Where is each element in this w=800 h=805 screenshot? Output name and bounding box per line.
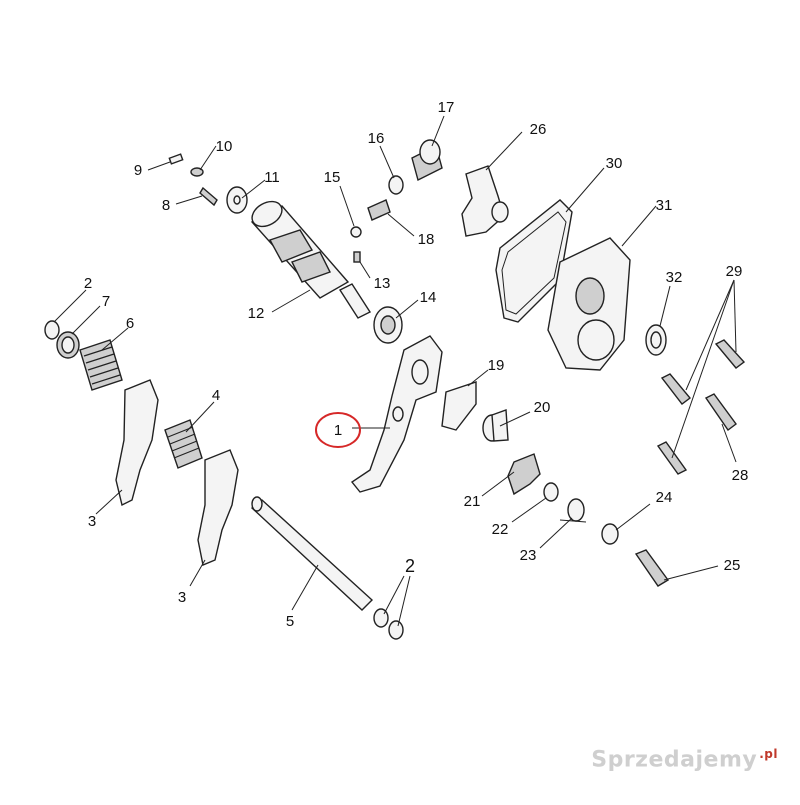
callout-label-21: 21	[464, 493, 481, 510]
part-ring-2-right-b	[388, 620, 404, 640]
callout-label-26: 26	[530, 121, 547, 138]
part-spring-6	[79, 339, 123, 391]
part-ring-2-right-a	[373, 608, 389, 628]
part-collar-20	[482, 409, 509, 442]
callout-label-7: 7	[102, 293, 110, 310]
callout-label-8: 8	[162, 197, 170, 214]
part-bolt-29-b	[660, 373, 692, 405]
callout-label-23: 23	[520, 547, 537, 564]
part-bolt-10	[190, 167, 204, 177]
callout-label-18: 18	[418, 231, 435, 248]
callout-label-10: 10	[216, 138, 233, 155]
watermark-text: Sprzedajemy	[591, 747, 758, 772]
part-shift-lever-1	[350, 335, 443, 493]
callout-label-31: 31	[656, 197, 673, 214]
callout-label-2-left: 2	[84, 275, 92, 292]
part-bolt-28	[704, 393, 737, 431]
part-shaft-5	[250, 496, 374, 611]
callout-label-4: 4	[212, 387, 220, 404]
callout-label-9: 9	[134, 162, 142, 179]
callout-label-22: 22	[492, 521, 509, 538]
callout-label-5: 5	[286, 613, 294, 630]
leader-lines	[53, 115, 737, 627]
highlight-circle-part-1	[315, 412, 361, 448]
part-washer-16	[388, 175, 404, 195]
part-washer-22	[543, 482, 559, 502]
part-bolt-29-a	[714, 339, 746, 369]
part-ball-15	[350, 226, 362, 238]
part-spring-18	[367, 199, 391, 221]
callout-label-6: 6	[126, 315, 134, 332]
part-fork-3-right	[197, 449, 239, 566]
part-seal-32	[645, 324, 667, 356]
part-cover-31	[547, 237, 631, 371]
callout-label-30: 30	[606, 155, 623, 172]
watermark: Sprzedajemy.pl	[591, 747, 778, 772]
part-gasket-30-inner	[501, 211, 567, 315]
callout-label-20: 20	[534, 399, 551, 416]
callout-label-16: 16	[368, 130, 385, 147]
callout-label-13: 13	[374, 275, 391, 292]
callout-label-24: 24	[656, 489, 673, 506]
part-fork-3-left	[115, 379, 159, 507]
callout-label-32: 32	[666, 269, 683, 286]
part-gear-segment-21	[507, 453, 541, 496]
part-ring-2-left	[44, 320, 60, 340]
callout-label-17: 17	[438, 99, 455, 116]
part-washer-11	[226, 186, 248, 214]
part-washer-24	[601, 523, 619, 545]
watermark-suffix: .pl	[759, 746, 778, 761]
callout-label-3-right: 3	[178, 589, 186, 606]
part-stopper-19	[441, 381, 477, 431]
callout-label-12: 12	[248, 305, 265, 322]
part-gasket-30	[495, 199, 573, 323]
callout-label-25: 25	[724, 557, 741, 574]
part-spring-4	[164, 419, 203, 469]
part-plug-17	[411, 139, 443, 182]
part-shift-drum-12	[250, 200, 372, 319]
part-bushing-7	[56, 331, 80, 359]
callout-label-1: 1	[334, 422, 342, 439]
callout-label-14: 14	[420, 289, 437, 306]
callout-labels: 1 2 2 3 3 4 5 6 7 8 9 10 11 12 13 14 15 …	[84, 99, 749, 630]
part-bearing-14	[373, 306, 403, 344]
part-pin-13	[353, 251, 361, 263]
callout-label-28: 28	[732, 467, 749, 484]
callout-label-11: 11	[264, 169, 280, 186]
part-spring-23	[559, 498, 587, 523]
part-shift-arm-26	[461, 165, 509, 237]
callout-label-3-left: 3	[88, 513, 96, 530]
part-spring-8	[199, 186, 218, 207]
callout-label-19: 19	[488, 357, 505, 374]
callout-label-29: 29	[726, 263, 743, 280]
part-pin-9	[168, 153, 184, 165]
callout-label-2-right: 2	[405, 556, 415, 576]
part-bolt-25	[634, 549, 670, 587]
callout-label-15: 15	[324, 169, 341, 186]
